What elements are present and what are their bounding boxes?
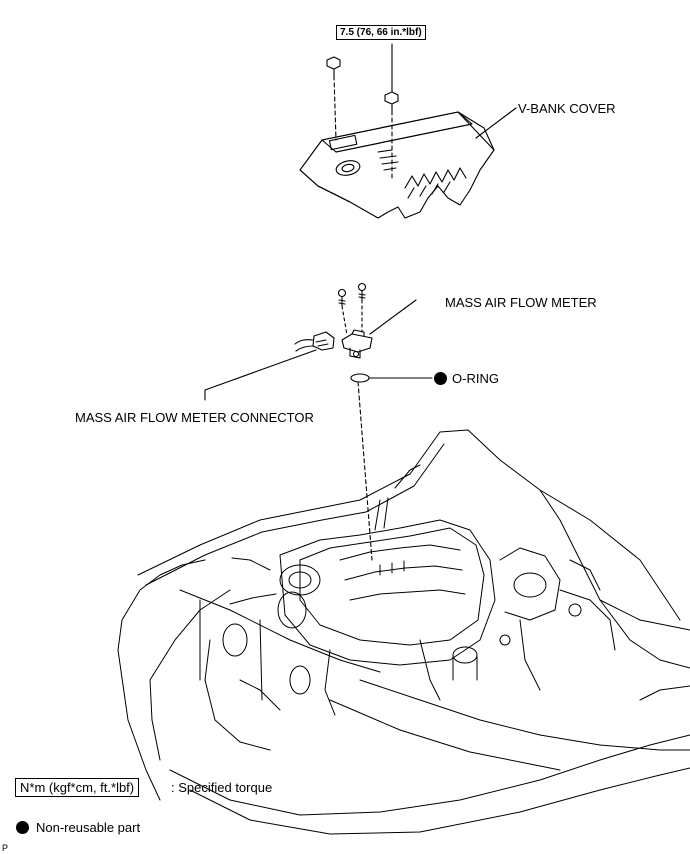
maf-screw-right [357, 282, 367, 301]
maf-connector-drawing [294, 331, 335, 352]
legend-non-reusable: Non-reusable part [36, 820, 141, 835]
label-o-ring: O-RING [452, 371, 499, 386]
label-maf-connector: MASS AIR FLOW METER CONNECTOR [75, 410, 314, 425]
non-reusable-marker-o-ring [434, 372, 447, 385]
torque-spec-value: 7.5 (76, 66 in.*lbf) [340, 27, 422, 38]
maf-sensor-drawing [341, 329, 373, 359]
cover-nut-left [326, 56, 341, 77]
vehicle-engine-bay-drawing [117, 429, 690, 835]
o-ring-drawing [350, 373, 370, 383]
label-mass-air-flow-meter: MASS AIR FLOW METER [445, 295, 597, 310]
corner-mark: P [2, 843, 9, 853]
legend-torque-unit: N*m (kgf*cm, ft.*lbf) [20, 780, 135, 795]
v-bank-cover-drawing [299, 111, 495, 219]
legend-torque-desc: : Specified torque [171, 780, 273, 795]
legend-non-reusable-dot [16, 821, 29, 834]
torque-spec-box: 7.5 (76, 66 in.*lbf) [336, 25, 426, 40]
label-v-bank-cover: V-BANK COVER [518, 101, 616, 116]
cover-nut-right [384, 91, 399, 112]
maf-screw-left [337, 288, 347, 307]
legend-torque-unit-box: N*m (kgf*cm, ft.*lbf) [15, 778, 140, 797]
